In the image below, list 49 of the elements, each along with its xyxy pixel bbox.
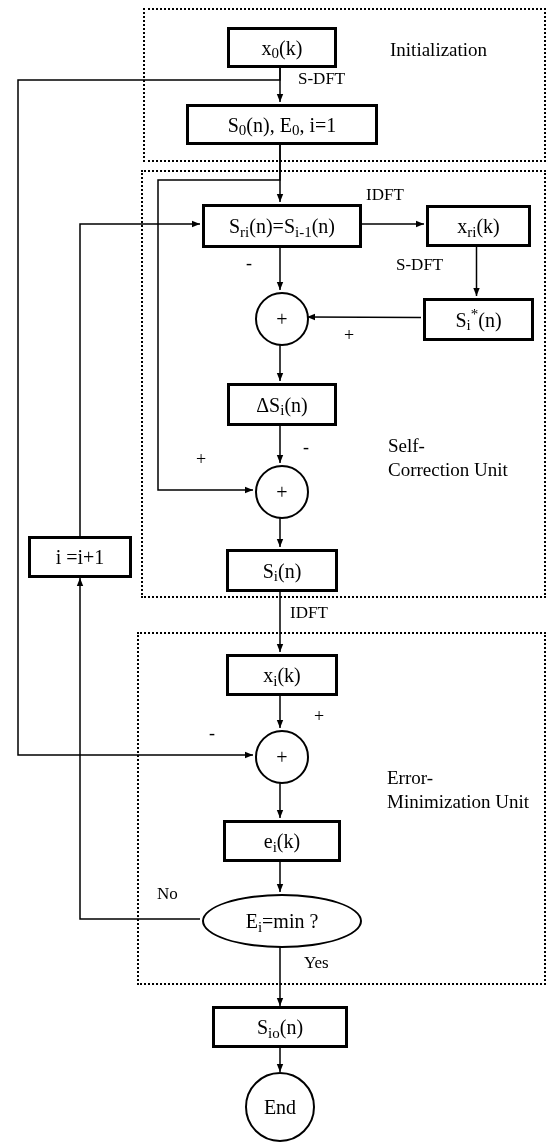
process-box <box>212 1006 348 1048</box>
region-heading: Self- Correction Unit <box>388 435 508 480</box>
node-text: S$_{io}$(n) <box>256 1016 304 1038</box>
sign-label: - <box>209 724 215 742</box>
arrow <box>76 577 201 920</box>
process-box <box>186 104 378 145</box>
edge-label: IDFT <box>366 186 404 203</box>
node-text: + <box>276 481 288 503</box>
node-text: + <box>276 746 288 768</box>
edge-label: IDFT <box>290 604 328 621</box>
edge-label: S-DFT <box>298 70 346 87</box>
node-text: S$_{i}$$^{*}$(n) <box>455 308 502 331</box>
node-text: ΔS$_{i}$(n) <box>256 393 308 416</box>
node-text: S$_{0}$(n), E$_{0}$, i=1 <box>227 113 337 136</box>
node-text: End <box>263 1096 297 1118</box>
sign-label: - <box>303 438 309 456</box>
node-text: S$_{i}$(n) <box>262 559 302 582</box>
node-text: x$_{i}$(k) <box>263 664 301 686</box>
sign-label: + <box>314 707 325 725</box>
edge-label: No <box>157 885 178 902</box>
sign-label: + <box>196 450 207 468</box>
region-heading: Initialization <box>390 39 488 60</box>
process-box <box>28 536 132 578</box>
arrow <box>79 220 201 537</box>
node-text: e$_{i}$(k) <box>263 830 301 852</box>
process-box <box>423 298 534 341</box>
process-box <box>223 820 341 862</box>
process-box <box>227 383 337 426</box>
process-box <box>226 654 338 696</box>
node-text: + <box>276 308 288 330</box>
process-box <box>226 549 338 592</box>
dotted-region <box>137 632 546 985</box>
process-box <box>426 205 531 247</box>
dotted-region <box>141 170 546 598</box>
region-heading: Error- Minimization Unit <box>387 767 529 812</box>
sign-label: - <box>246 254 252 272</box>
arrow <box>276 945 284 1007</box>
node-text: x$_{ri}$(k) <box>457 215 500 237</box>
node-text: S$_{ri}$(n)=S$_{i-1}$(n) <box>229 215 335 237</box>
arrow <box>276 1047 284 1073</box>
process-box <box>227 27 337 68</box>
sign-label: + <box>344 326 355 344</box>
edge-label: S-DFT <box>396 256 444 273</box>
process-box <box>202 204 362 248</box>
node-text: E$_{i}$=min ? <box>245 910 319 932</box>
node-text: x$_{0}$(k) <box>261 36 303 59</box>
edge-label: Yes <box>304 954 329 971</box>
dotted-region <box>143 8 546 162</box>
node-text: i =i+1 <box>55 546 105 568</box>
